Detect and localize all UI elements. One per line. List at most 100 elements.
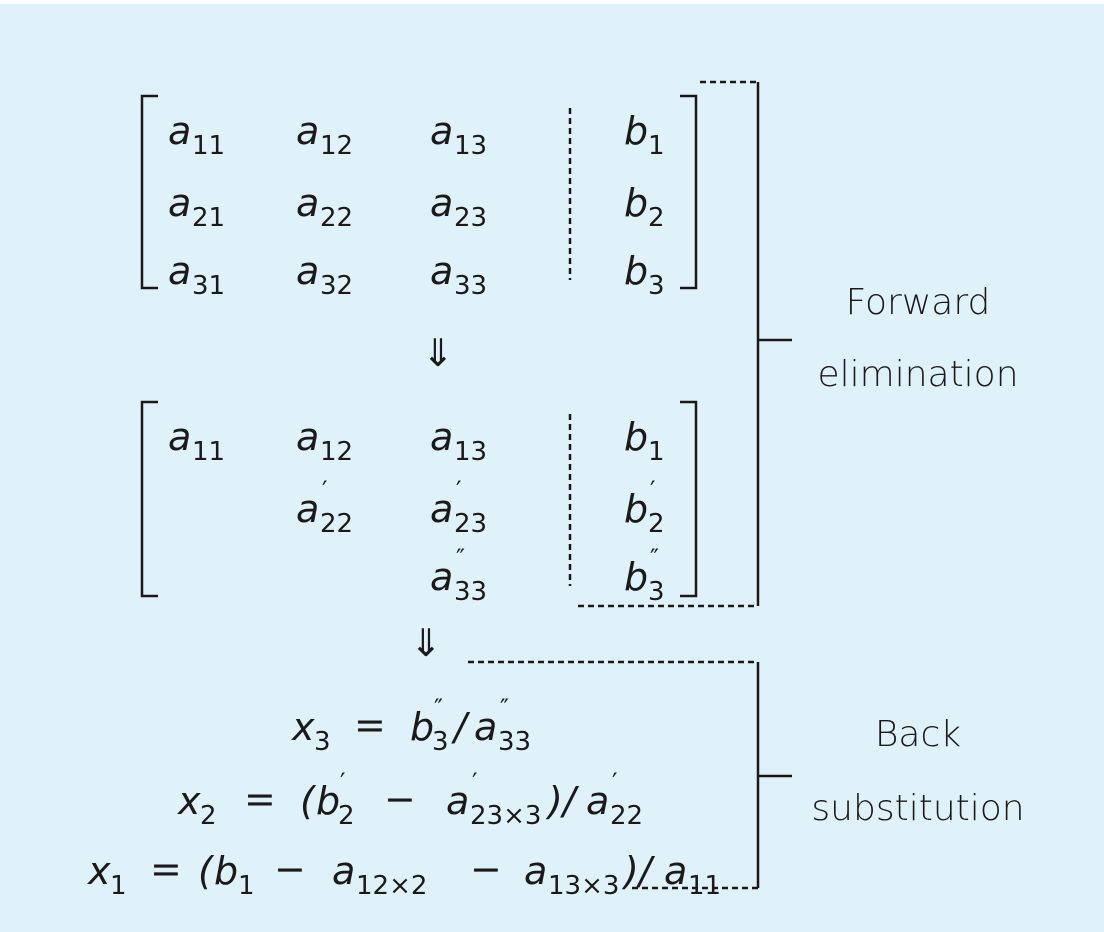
eq-x2-b-prime: ′ <box>340 768 345 796</box>
matrix1-cell-var: b <box>624 109 648 153</box>
matrix1-cell-sub: 31 <box>192 271 225 301</box>
arrow-down-1: ⇓ <box>422 331 454 375</box>
eq-x2-b: b <box>316 779 340 823</box>
eq-x1-b: b <box>214 849 238 893</box>
matrix1-cell-var: b <box>624 249 648 293</box>
matrix2-cell-prime: ″ <box>650 544 659 572</box>
eq-x3-b: b <box>410 705 434 749</box>
matrix2-cell-sub: 3 <box>648 577 665 607</box>
matrix1-cell-sub: 1 <box>648 131 665 161</box>
back-label-line1: Back <box>875 714 961 755</box>
matrix2-cell-sub: 22 <box>320 509 353 539</box>
matrix2-cell-prime: ″ <box>456 544 465 572</box>
matrix1-right-bracket <box>680 94 698 290</box>
matrix1-cell-var: a <box>296 181 319 225</box>
matrix2-cell-sub: 2 <box>648 509 665 539</box>
matrix1-cell-sub: 22 <box>320 203 353 233</box>
arrow-down-2: ⇓ <box>410 621 442 665</box>
matrix1-cell-sub: 2 <box>648 203 665 233</box>
matrix2-cell-sub: 13 <box>454 437 487 467</box>
matrix2-right-bracket <box>680 400 698 598</box>
eq-x2-lhs-sub: 2 <box>200 801 217 831</box>
matrix1-cell-var: a <box>296 109 319 153</box>
eq-x2-equals: = <box>244 777 276 821</box>
eq-x2-a2-sub: 22 <box>610 801 643 831</box>
matrix1-cell-sub: 13 <box>454 131 487 161</box>
equation-x3: x 3 = b ″ 3 / a ″ 33 <box>291 694 531 757</box>
forward-label-line2: elimination <box>817 354 1018 395</box>
matrix1-cell-sub: 32 <box>320 271 353 301</box>
matrix1-cell-sub: 33 <box>454 271 487 301</box>
eq-x3-a-prime: ″ <box>500 694 509 722</box>
matrix2-cell-var: a <box>296 487 319 531</box>
eq-x3-b-prime: ″ <box>434 694 443 722</box>
eq-x2-a: a <box>446 779 469 823</box>
matrix2-cell-sub: 12 <box>320 437 353 467</box>
back-label-line2: substitution <box>811 788 1024 829</box>
eq-x1-a3-sub: 11 <box>688 871 721 901</box>
eq-x3-a-sub: 33 <box>498 727 531 757</box>
eq-x3-b-sub: 3 <box>432 727 449 757</box>
matrix1-cell-var: a <box>430 109 453 153</box>
eq-x3-a: a <box>474 705 497 749</box>
eq-x2-a2-prime: ′ <box>612 768 617 796</box>
matrix2-cell-prime: ′ <box>322 476 327 504</box>
forward-label-line1: Forward <box>846 282 991 323</box>
eq-x1-lhs-var: x <box>87 849 111 893</box>
eq-x2-close: )/ <box>545 779 580 823</box>
eq-x2-a2: a <box>586 779 609 823</box>
eq-x2-minus: − <box>384 777 416 821</box>
matrix2-left-bracket <box>140 400 158 598</box>
matrix2-cell-sub: 23 <box>454 509 487 539</box>
matrix2-cell-var: b <box>624 487 648 531</box>
eq-x1-close: )/ <box>621 849 656 893</box>
equation-x2: x 2 = ( b ′ 2 − a ′ 23×3 )/ a ′ 22 <box>177 768 643 831</box>
matrix1-cell-sub: 23 <box>454 203 487 233</box>
eq-x3-equals: = <box>354 703 386 747</box>
eq-x1-lhs-sub: 1 <box>110 871 127 901</box>
matrix2-cell-prime: ′ <box>456 476 461 504</box>
eq-x1-a2: a <box>524 849 547 893</box>
eq-x2-a-sub: 23×3 <box>470 801 541 831</box>
eq-x3-lhs-var: x <box>291 705 315 749</box>
matrix2-cell-sub: 33 <box>454 577 487 607</box>
eq-x1-b-sub: 1 <box>238 871 255 901</box>
matrix1-cell-sub: 21 <box>192 203 225 233</box>
matrix2-cell-sub: 11 <box>192 437 225 467</box>
matrix1-cell-sub: 12 <box>320 131 353 161</box>
matrix1-cell-var: b <box>624 181 648 225</box>
matrix1-cell-var: a <box>168 181 191 225</box>
matrix2-cell-var: a <box>430 487 453 531</box>
matrix2-cell-var: a <box>430 555 453 599</box>
eq-x1-equals: = <box>150 847 182 891</box>
eq-x1-open: ( <box>198 849 215 893</box>
matrix2-cell-var: a <box>430 415 453 459</box>
equation-x1: x 1 = ( b 1 − a 12×2 − a 13×3 )/ a 11 <box>87 847 721 901</box>
matrix2-cell-var: a <box>168 415 191 459</box>
eq-x1-minus2: − <box>470 847 502 891</box>
matrix1-left-bracket <box>140 94 158 290</box>
eq-x1-minus1: − <box>274 847 306 891</box>
eq-x2-open: ( <box>300 779 317 823</box>
